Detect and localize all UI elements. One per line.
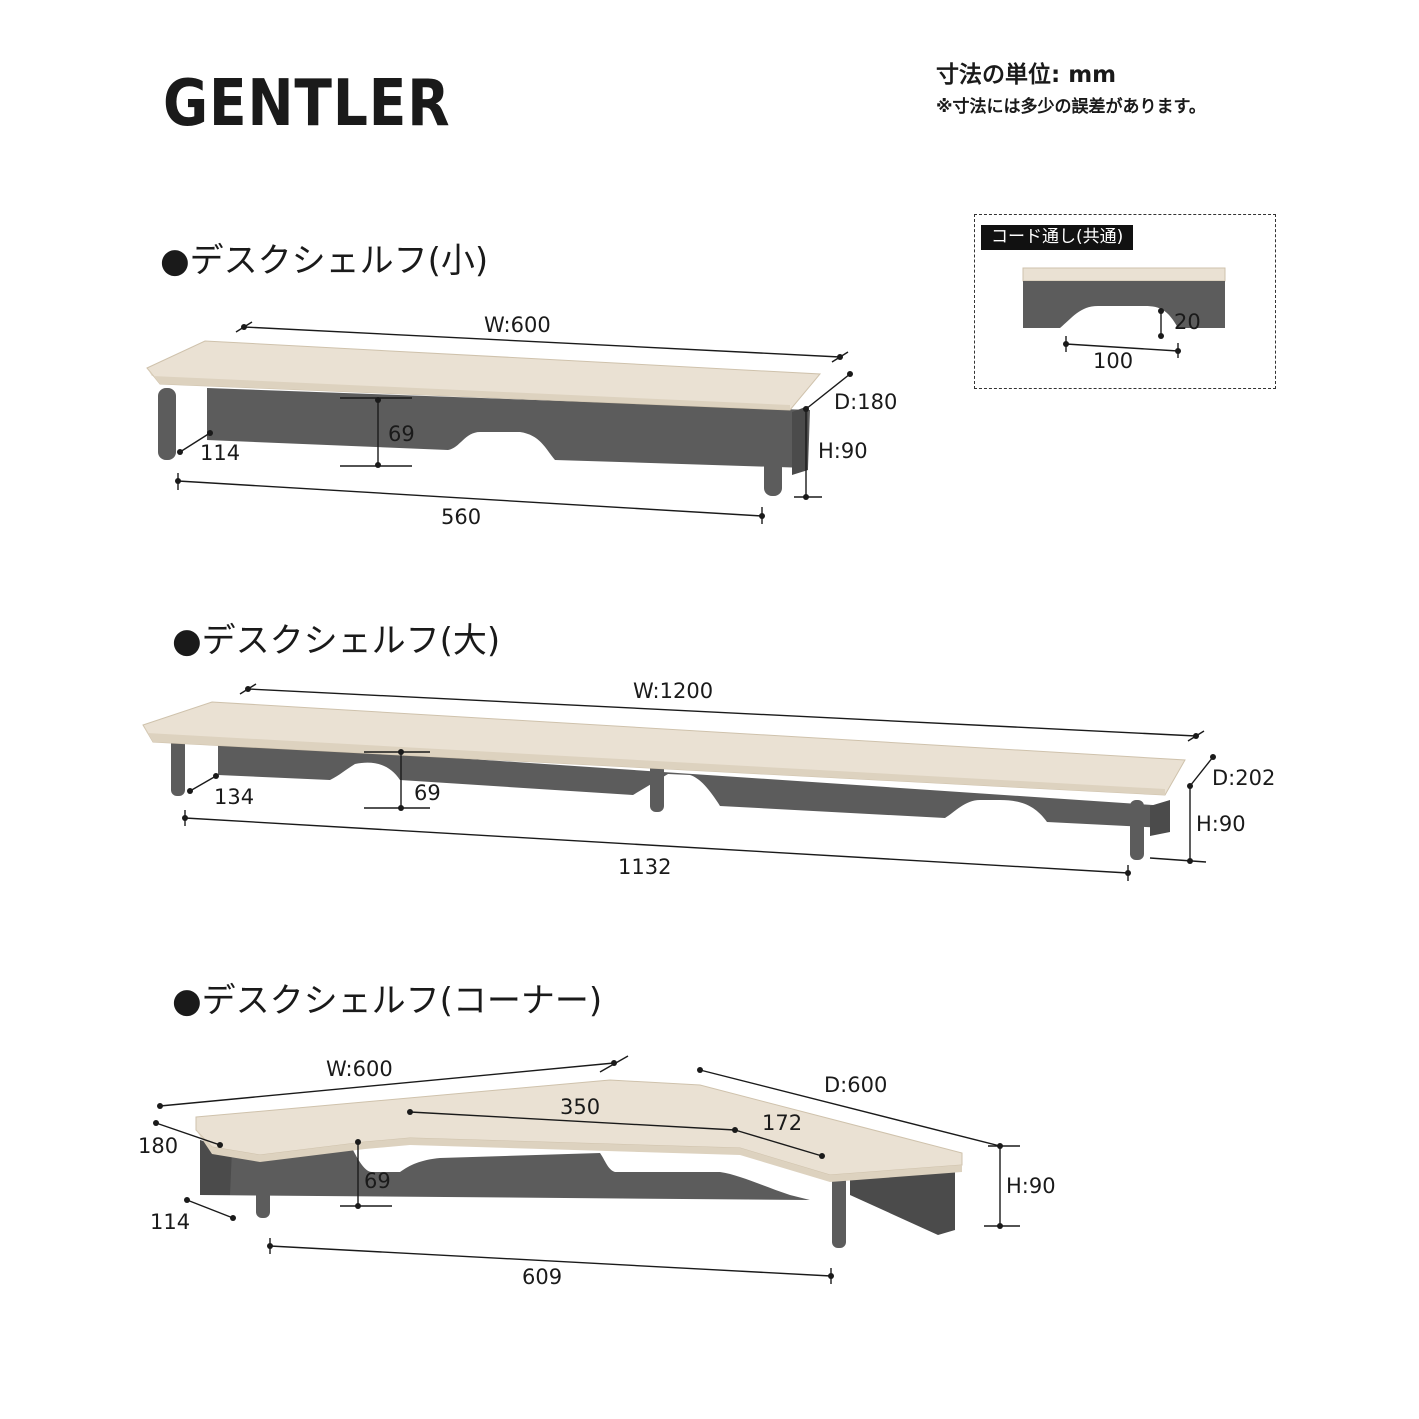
large-leg-inset-dim: 134 [214, 785, 254, 809]
large-height-dim: H:90 [1196, 812, 1246, 836]
cord-width-dim: 100 [1093, 349, 1133, 373]
cord-depth-dim: 20 [1174, 310, 1201, 334]
corner-inner-right-dim: 172 [762, 1111, 802, 1135]
corner-depth-dim: D:600 [824, 1073, 887, 1097]
large-clearance-dim: 69 [414, 781, 441, 805]
large-width-dim: W:1200 [633, 679, 713, 703]
corner-clearance-dim: 69 [364, 1169, 391, 1193]
corner-inner-dim: 350 [560, 1095, 600, 1119]
small-clearance-dim: 69 [388, 422, 415, 446]
small-width-dim: W:600 [484, 313, 551, 337]
tolerance-note: ※寸法には多少の誤差があります。 [936, 97, 1206, 117]
corner-width-dim: W:600 [326, 1057, 393, 1081]
corner-leg-span-dim: 609 [522, 1265, 562, 1289]
section-title-small: ●デスクシェルフ(小) [160, 241, 489, 281]
small-depth-dim: D:180 [834, 390, 897, 414]
small-leg-span-dim: 560 [441, 505, 481, 529]
corner-leg-inset-dim: 114 [150, 1210, 190, 1234]
large-depth-dim: D:202 [1212, 766, 1275, 790]
shelf-small-drawing: W:600 D:180 H:90 69 114 560 [146, 313, 897, 529]
small-height-dim: H:90 [818, 439, 868, 463]
large-leg-span-dim: 1132 [618, 855, 671, 879]
brand-logo: GENTLER [163, 67, 451, 141]
cord-inset-drawing: 20 100 [1022, 267, 1226, 373]
section-title-large: ●デスクシェルフ(大) [172, 621, 501, 661]
section-title-corner: ●デスクシェルフ(コーナー) [172, 981, 603, 1021]
small-leg-inset-dim: 114 [200, 441, 240, 465]
corner-left-depth-dim: 180 [138, 1134, 178, 1158]
cord-inset-label: コード通し(共通) [981, 225, 1134, 250]
corner-height-dim: H:90 [1006, 1174, 1056, 1198]
shelf-corner-drawing: W:600 D:600 H:90 180 350 172 69 114 609 [138, 1055, 1056, 1289]
cord-inset-frame [974, 214, 1276, 389]
unit-label: 寸法の単位: mm [936, 62, 1117, 88]
shelf-large-drawing: W:1200 D:202 H:90 69 134 1132 [142, 679, 1275, 881]
